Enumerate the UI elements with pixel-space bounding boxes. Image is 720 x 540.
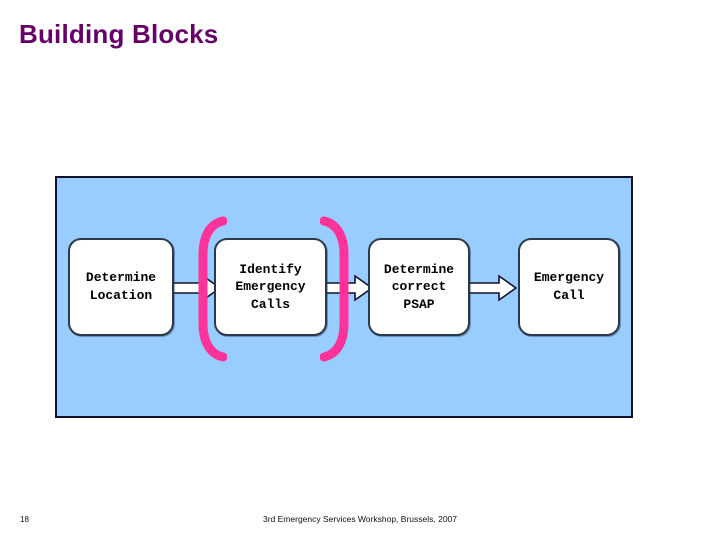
process-box-label: Identify Emergency Calls: [235, 261, 306, 312]
arrow-right-icon: [468, 274, 518, 302]
bracket-right-icon: [319, 216, 349, 362]
process-box-determine-location[interactable]: Determine Location: [68, 238, 174, 336]
process-box-label: Determine Location: [85, 270, 157, 303]
flow-arrow-3: [468, 274, 518, 302]
process-box-label: Emergency Call: [533, 270, 605, 303]
highlight-bracket-right: [319, 216, 350, 362]
page-title: Building Blocks: [19, 19, 219, 49]
process-box-label: Determine correct PSAP: [383, 261, 455, 312]
diagram-panel: Determine Location Identify Emergency Ca…: [55, 176, 633, 418]
highlight-bracket-left: [197, 216, 228, 362]
process-box-identify-emergency[interactable]: Identify Emergency Calls: [214, 238, 327, 336]
bracket-left-icon: [198, 216, 228, 362]
page-number: 18: [20, 515, 29, 524]
footer-note: 3rd Emergency Services Workshop, Brussel…: [262, 514, 457, 524]
process-box-emergency-call[interactable]: Emergency Call: [518, 238, 620, 336]
process-box-determine-psap[interactable]: Determine correct PSAP: [368, 238, 470, 336]
